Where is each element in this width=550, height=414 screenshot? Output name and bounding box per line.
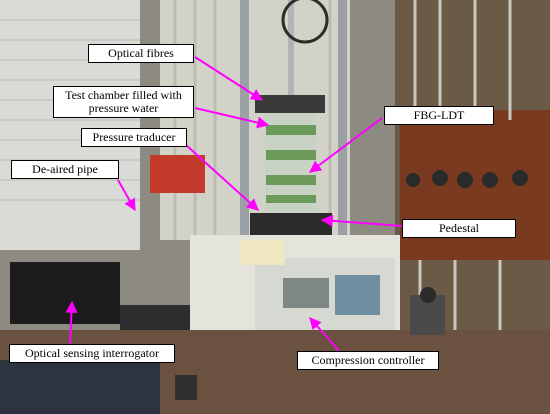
label-fbg-ldt-text: FBG-LDT [413,108,465,122]
label-de-aired-pipe-text: De-aired pipe [32,162,98,176]
frame-column-left [240,0,249,235]
ldt-strips [266,125,316,203]
controller-screen [283,278,329,308]
tubes [413,0,512,330]
label-test-chamber-line2: pressure water [88,101,159,115]
label-pedestal-text: Pedestal [439,221,479,235]
controller-keypad [335,275,380,315]
monitor [0,360,160,414]
cell-top-plate [255,95,325,113]
handwheel [281,0,329,44]
label-pressure-traducer: Pressure traducer [81,128,187,147]
label-optical-sensing-interrogator-text: Optical sensing interrogator [25,346,159,360]
frame-column-right [338,0,347,235]
label-test-chamber: Test chamber filled with pressure water [53,86,194,118]
red-pump [150,155,205,193]
label-pedestal: Pedestal [402,219,516,238]
label-fbg-ldt: FBG-LDT [384,106,494,125]
label-test-chamber-line1: Test chamber filled with [65,88,182,102]
beaker [175,375,197,400]
window [0,0,140,250]
label-optical-sensing-interrogator: Optical sensing interrogator [9,344,175,363]
sample-block [240,240,285,265]
label-optical-fibres: Optical fibres [88,44,194,63]
label-compression-controller-text: Compression controller [311,353,425,367]
label-de-aired-pipe: De-aired pipe [11,160,119,179]
interrogator-box [10,262,120,324]
label-compression-controller: Compression controller [297,351,439,370]
pressure-gauge [420,287,436,303]
label-optical-fibres-text: Optical fibres [108,46,174,60]
valves [406,170,528,188]
loading-ram [288,0,294,100]
label-pressure-traducer-text: Pressure traducer [92,130,176,144]
